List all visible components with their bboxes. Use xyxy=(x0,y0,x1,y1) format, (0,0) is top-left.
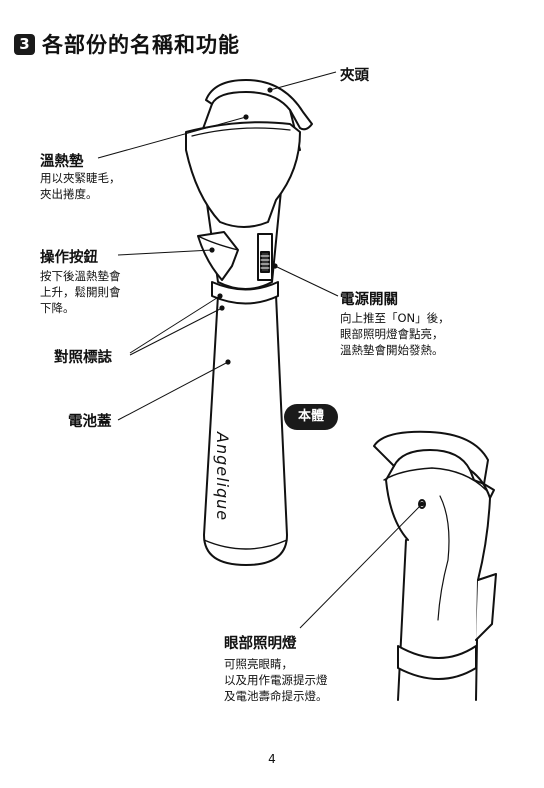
power-switch-shape xyxy=(257,233,273,281)
label-alignment-mark: 對照標誌 xyxy=(54,350,112,366)
device-body xyxy=(203,294,288,566)
section-number-badge: 3 xyxy=(14,34,35,55)
label-power-switch: 電源開關 xyxy=(340,292,398,308)
operate-button-shape xyxy=(197,231,239,281)
page-number: 4 xyxy=(268,752,276,766)
leader-lines xyxy=(97,71,339,421)
section-title: 各部份的名稱和功能 xyxy=(42,33,240,57)
detail-illustration xyxy=(373,430,497,701)
label-battery-cover: 電池蓋 xyxy=(68,414,112,430)
label-clip-head: 夾頭 xyxy=(340,68,369,84)
desc-power-switch: 向上推至「ON」後， 眼部照明燈會點亮， 溫熱墊會開始發熱。 xyxy=(340,311,450,357)
desc-heat-pad: 用以夾緊睫毛， 夾出捲度。 xyxy=(40,171,121,201)
desc-eye-light: 可照亮眼睛， 以及用作電源提示燈 及電池壽命提示燈。 xyxy=(224,657,328,703)
label-heat-pad: 溫熱墊 xyxy=(40,154,84,170)
desc-operate-button: 按下後溫熱墊會 上升，鬆開則會 下降。 xyxy=(40,269,121,315)
label-eye-light: 眼部照明燈 xyxy=(224,636,297,652)
body-badge: 本體 xyxy=(284,404,338,430)
label-operate-button: 操作按鈕 xyxy=(40,250,98,266)
heat-pad-shape xyxy=(185,121,301,228)
brand-logo-text: Angelique xyxy=(213,432,232,522)
